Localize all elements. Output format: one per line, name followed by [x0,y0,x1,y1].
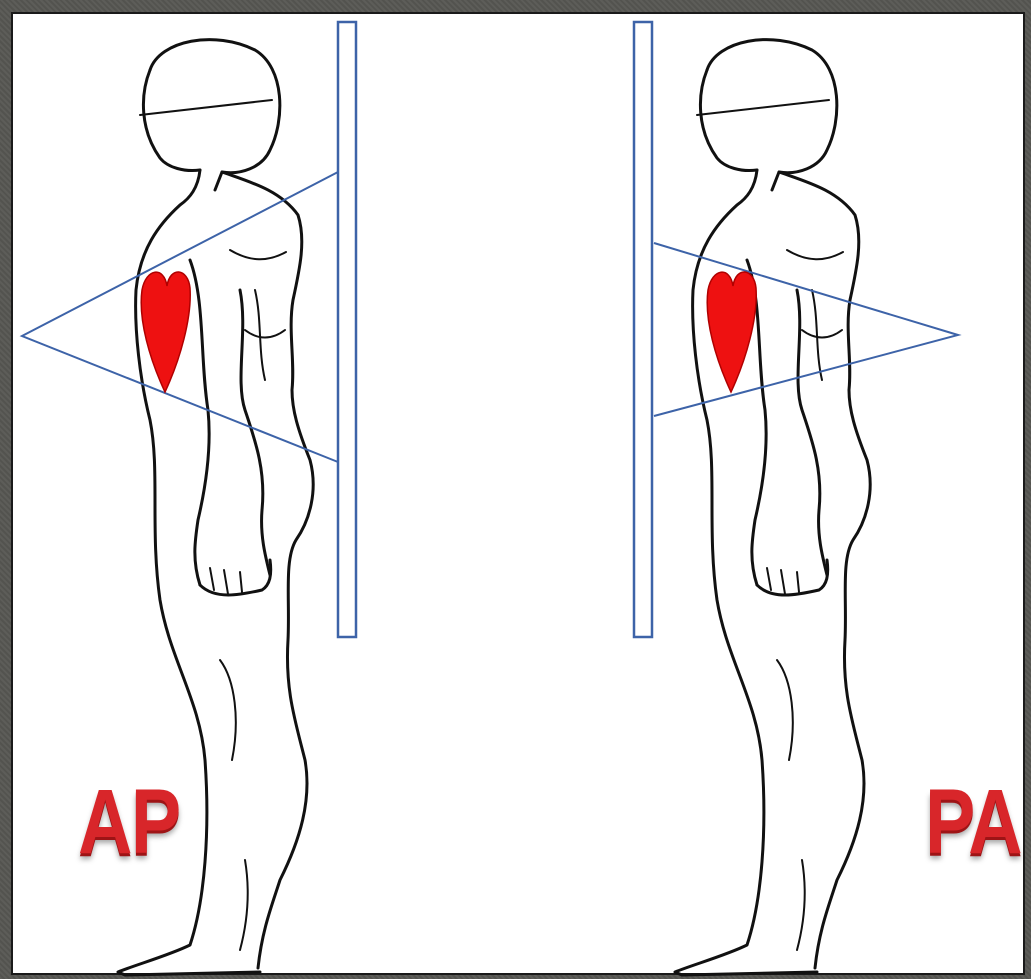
detector-plate-pa [634,22,652,637]
view-label-pa: PA [925,770,1021,875]
human-figure-pa [675,40,870,975]
detector-plate-ap [338,22,356,637]
heart-pa [707,272,756,392]
view-label-ap: AP [78,770,180,875]
heart-ap [141,272,190,392]
